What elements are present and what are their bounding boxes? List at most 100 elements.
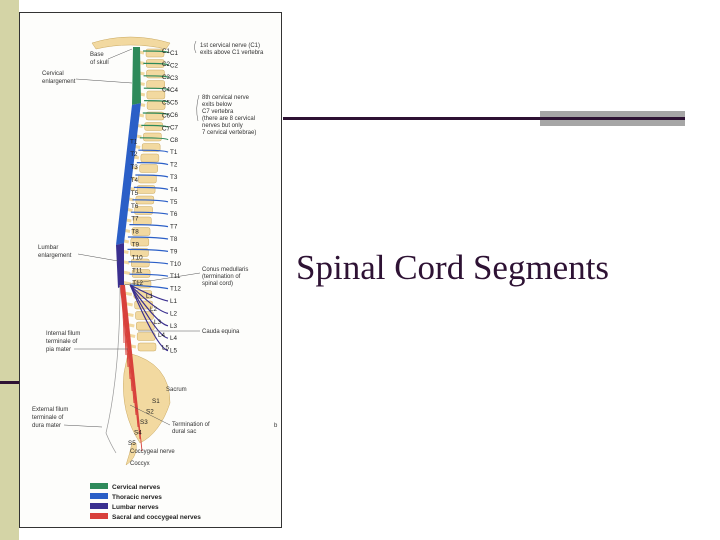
vertebra-shape	[131, 227, 151, 236]
cauda-strand	[121, 284, 133, 392]
right-nerve-line	[129, 284, 169, 327]
right-segment-labels: C1C2C3C4C5C6C7C8T1T2T3T4T5T6T7T8T9T10T11…	[170, 50, 181, 355]
right-segment-label: C4	[170, 87, 179, 94]
vertebra-shape	[130, 248, 149, 257]
left-segment-label: L2	[150, 306, 158, 313]
title-rule-line	[283, 117, 685, 120]
left-segment-label: T2	[130, 151, 138, 158]
vertebra-shape	[144, 122, 163, 131]
cauda-strand	[121, 284, 131, 380]
vertebral-column	[118, 48, 171, 466]
vertebra-shape	[137, 342, 157, 352]
label-filum-int-3: pia mater	[46, 347, 71, 353]
vertebra-shape	[140, 153, 160, 163]
label-c8-note-3: C7 vertebra	[202, 109, 234, 115]
label-cauda-equina: Cauda equina	[202, 329, 240, 335]
sacrum-shape	[123, 352, 171, 444]
right-nerve-line	[133, 186, 169, 190]
right-nerve-line	[129, 224, 169, 228]
right-nerve-line	[129, 284, 169, 352]
right-segment-label: C7	[170, 124, 179, 131]
right-segment-label: C8	[170, 137, 179, 144]
sacral-segment-label: S3	[140, 419, 148, 426]
right-segment-label: T8	[170, 236, 178, 243]
left-segment-label: C1	[162, 48, 171, 55]
right-nerve-line	[129, 284, 169, 302]
left-segment-label: L4	[158, 332, 166, 339]
right-segment-label: T5	[170, 199, 178, 206]
lumbar-cord-segment	[116, 243, 124, 288]
right-nerve-line	[135, 174, 169, 178]
right-segment-label: T7	[170, 224, 178, 231]
vertebra-shape	[145, 111, 165, 121]
left-sidebar-band	[0, 0, 19, 540]
vertebra-shape	[146, 101, 166, 110]
right-nerve-line	[128, 261, 169, 265]
left-segment-label: C6	[162, 113, 171, 120]
left-segment-label: T5	[131, 190, 139, 197]
right-nerve-line	[129, 273, 169, 277]
label-c1-note-1: 1st cervical nerve (C1)	[200, 43, 260, 49]
sacral-segment-label: S2	[146, 409, 154, 416]
right-nerve-line	[144, 100, 169, 104]
legend-swatch	[90, 493, 108, 499]
cauda-strand	[122, 284, 135, 404]
legend-label: Sacral and coccygeal nerves	[112, 514, 201, 521]
slide-title: Spinal Cord Segments	[296, 248, 610, 287]
left-segment-label: L3	[154, 319, 162, 326]
label-dural-1: Termination of	[172, 422, 210, 428]
right-segment-label: C2	[170, 62, 179, 69]
cauda-strand	[120, 284, 129, 368]
label-filum-ext-2: terminale of	[32, 415, 64, 421]
right-segment-label: C1	[170, 50, 179, 57]
left-segment-label: C5	[162, 100, 171, 107]
label-cervical-enl-2: enlargement	[42, 79, 76, 85]
right-nerve-line	[129, 284, 169, 314]
label-lumbar-enl-1: Lumbar	[38, 245, 58, 251]
cauda-strand	[119, 284, 125, 344]
right-segment-label: T10	[170, 261, 181, 268]
sacral-segment-label: S5	[128, 440, 136, 447]
left-segment-label: T12	[132, 280, 143, 287]
right-nerve-line	[127, 236, 169, 240]
cervical-cord-segment	[132, 47, 141, 105]
leader-lumbar-enl	[77, 253, 119, 262]
skull-base-shape	[91, 36, 171, 50]
right-segment-label: C5	[170, 100, 179, 107]
leader-conus	[123, 272, 201, 286]
brace-c1	[194, 40, 197, 54]
spinal-cord-diagram: C1C2C3C4C5C6C7T1T2T3T4T5T6T7T8T9T10T11T1…	[32, 36, 278, 521]
label-filum-ext-3: dura mater	[32, 423, 61, 429]
label-c8-note-5: nerves but only	[202, 123, 243, 129]
label-base-skull-2: of skull	[90, 60, 109, 66]
label-conus-2: (termination of	[202, 274, 241, 280]
left-segment-label: C2	[162, 61, 171, 68]
legend-swatch	[90, 503, 108, 509]
left-segment-label: C7	[162, 125, 171, 132]
cauda-equina-strands	[105, 284, 143, 454]
right-nerve-line	[143, 50, 169, 54]
right-nerve-line	[142, 112, 169, 116]
vertebra-shape	[146, 90, 166, 100]
label-c1-note-2: exits above C1 vertebra	[200, 50, 264, 56]
right-nerve-line	[127, 248, 169, 252]
cauda-strand	[124, 284, 143, 452]
left-segment-label: T4	[131, 177, 139, 184]
vertebra-shape	[138, 174, 157, 184]
left-segment-label: T8	[131, 229, 139, 236]
legend-swatch	[90, 513, 108, 519]
right-nerve-line	[143, 62, 169, 66]
right-segment-label: T9	[170, 248, 178, 255]
coccyx-shape	[125, 442, 137, 466]
leader-cervical-enl	[75, 78, 133, 84]
vertebra-shape	[131, 269, 151, 278]
left-segment-label: T10	[132, 254, 143, 261]
label-c8-note-1: 8th cervical nerve	[202, 95, 250, 101]
right-segment-label: T12	[170, 286, 181, 293]
vertebra-shape	[141, 143, 161, 152]
right-segment-label: L4	[170, 335, 178, 342]
label-c8-note-6: 7 cervical vertebrae)	[202, 130, 256, 136]
right-segment-label: L3	[170, 323, 178, 330]
